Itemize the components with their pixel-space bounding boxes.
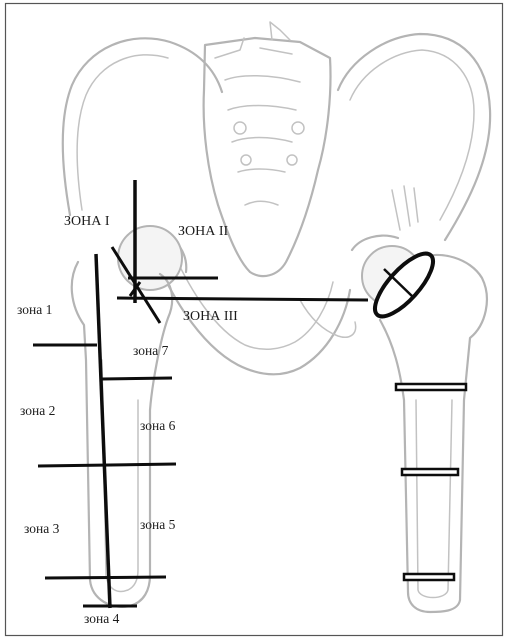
label-zone-3: зона 3 [24,521,60,536]
femoral-level-7-line [102,378,172,379]
acetabular-horizontal-lower-line [117,298,368,300]
label-zone-I: ЗОНА I [64,214,110,229]
femoral-level-3-line [45,577,166,578]
label-zone-4: зона 4 [84,611,120,626]
label-zone-7: зона 7 [133,343,169,358]
label-zone-III: ЗОНА III [183,309,238,324]
femoral-level-2-line [38,464,176,466]
label-zone-II: ЗОНА II [178,224,229,239]
label-zone-6: зона 6 [140,418,176,433]
label-zone-2: зона 2 [20,403,55,418]
label-zone-5: зона 5 [140,517,176,532]
label-zone-1: зона 1 [17,302,52,317]
